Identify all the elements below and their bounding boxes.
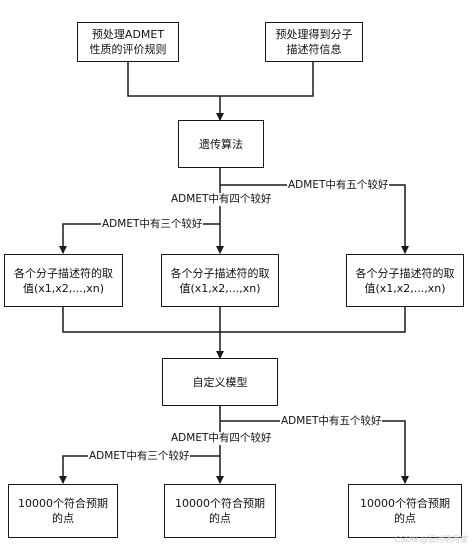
node-range-mid: 各个分子描述符的取值(x1,x2,...,xn): [161, 254, 279, 307]
edge-label-bottom-three: ADMET中有三个较好: [88, 450, 191, 463]
connector-model-to-right: [220, 420, 409, 484]
edge-label-top-five: ADMET中有五个较好: [287, 179, 390, 192]
node-points-mid: 10000个符合预期的点: [164, 484, 276, 538]
node-range-right: 各个分子描述符的取值(x1,x2,...,xn): [346, 254, 464, 307]
edge-label-top-three: ADMET中有三个较好: [101, 218, 204, 231]
connector-ga-to-right: [220, 184, 409, 254]
edge-label-bottom-five: ADMET中有五个较好: [280, 415, 383, 428]
node-custom-model: 自定义模型: [162, 358, 278, 406]
node-genetic-algorithm: 遗传算法: [178, 120, 264, 168]
node-descriptors: 预处理得到分子描述符信息: [265, 22, 363, 62]
edge-label-top-four: ADMET中有四个较好: [170, 193, 273, 206]
node-points-right: 10000个符合预期的点: [348, 484, 462, 538]
watermark: CSDN @旧时明月堂: [394, 535, 468, 544]
connector-ranges-merge: [62, 307, 406, 333]
node-range-left: 各个分子描述符的取值(x1,x2,...,xn): [4, 254, 123, 307]
connector-admet-rules: [127, 61, 314, 97]
edge-label-bottom-four: ADMET中有四个较好: [170, 432, 273, 445]
node-points-left: 10000个符合预期的点: [8, 484, 118, 538]
